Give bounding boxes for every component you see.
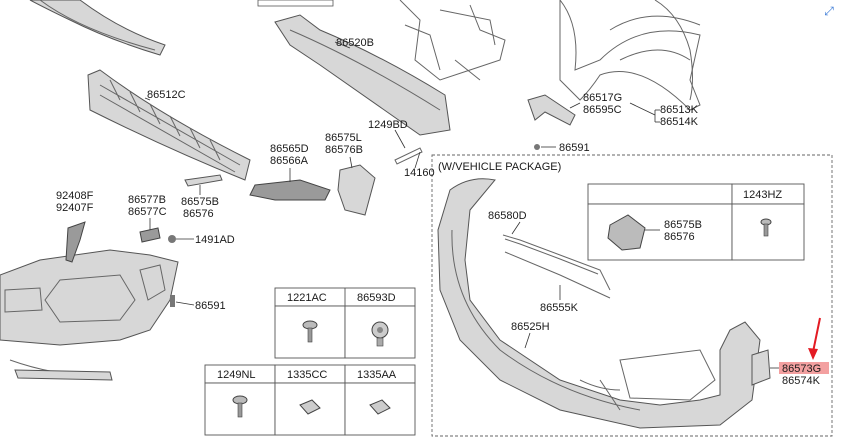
left-bumper-openings (4, 264, 166, 323)
left-bumper-sweep (14, 369, 113, 381)
red-arrowhead (808, 348, 818, 360)
label-86514K: 86514K (660, 116, 699, 128)
label-86591-left: 86591 (195, 300, 226, 312)
label-86577C: 86577C (128, 206, 167, 218)
label-86591-top: 86591 (559, 142, 590, 154)
screw-86591-top (534, 144, 540, 150)
clip-14160 (394, 147, 423, 165)
label-86565D: 86565D (270, 143, 309, 155)
screw-1243HZ-icon (760, 218, 772, 237)
vehicle-package-part-b: 86576 (664, 231, 695, 243)
label-86555K: 86555K (540, 302, 579, 314)
bracket-92408F (65, 221, 86, 263)
label-86566A: 86566A (270, 155, 309, 167)
strip-86580D-2 (504, 238, 599, 275)
fastener-86593D-label: 86593D (357, 292, 396, 304)
label-86513K: 86513K (660, 104, 699, 116)
frame-bracket-2 (404, 9, 496, 81)
clip-86593D-icon (371, 321, 389, 347)
fender (559, 0, 701, 111)
label-86580D: 86580D (488, 210, 527, 222)
label-86512C: 86512C (147, 89, 186, 101)
clip-1335AA-icon (369, 399, 391, 415)
label-86525H: 86525H (511, 321, 550, 333)
partial-label-box (257, 0, 334, 7)
strip-86575B (184, 174, 223, 187)
strip-86580D (502, 234, 611, 291)
fastener-1221AC-label: 1221AC (287, 292, 327, 304)
label-86577B: 86577B (128, 194, 166, 206)
beam-86520B-detail (289, 29, 441, 111)
clip-1335CC-icon (299, 399, 321, 415)
highlight-86573G (779, 362, 829, 374)
vehicle-package-box (431, 154, 833, 437)
front-bumper-86525H (437, 178, 761, 429)
label-92408F: 92408F (56, 190, 94, 202)
grille-mesh (99, 79, 241, 173)
fastener-1335AA-label: 1335AA (357, 369, 397, 381)
upper-bumper-part (29, 0, 166, 56)
vehicle-package-title: (W/VEHICLE PACKAGE) (438, 161, 561, 173)
label-86576-left: 86576 (183, 208, 214, 220)
expand-icon[interactable]: ⤢ (824, 4, 834, 18)
fender-flare (609, 15, 701, 61)
bracket-86517G (527, 94, 576, 126)
label-86574K: 86574K (782, 375, 821, 387)
bracket-86577B (139, 227, 161, 243)
label-86576B: 86576B (325, 144, 363, 156)
fog-trim-86573G (751, 349, 771, 386)
label-86520B: 86520B (336, 37, 374, 49)
beam-86520B (274, 14, 451, 136)
label-86595C: 86595C (583, 104, 622, 116)
screw-1249NL-icon (232, 395, 248, 418)
screw-1221AC-icon (302, 320, 318, 343)
vehicle-package-table (587, 183, 805, 261)
vehicle-package-part-a: 86575B (664, 219, 702, 231)
vehicle-package-header: 1243HZ (743, 189, 782, 201)
red-arrow (812, 317, 821, 353)
bolt-1491AD (168, 235, 176, 243)
label-1491AD: 1491AD (195, 234, 235, 246)
clip-86575B-icon (607, 214, 646, 251)
fender-edge (654, 0, 693, 101)
label-86575L: 86575L (325, 132, 362, 144)
label-86573G: 86573G (782, 363, 821, 375)
strip-86555K (504, 251, 611, 299)
piece-86565D (249, 179, 331, 201)
label-14160: 14160 (404, 167, 435, 179)
upper-bumper-edge (39, 0, 156, 51)
label-1249BD: 1249BD (368, 119, 408, 131)
frame-bracket (399, 0, 506, 81)
piece-86575L (337, 164, 376, 216)
front-bumper-details (451, 229, 716, 411)
label-86517G: 86517G (583, 92, 622, 104)
label-92407F: 92407F (56, 202, 94, 214)
fastener-1249NL-label: 1249NL (217, 369, 256, 381)
fastener-1335CC-label: 1335CC (287, 369, 327, 381)
fastener-table (204, 287, 416, 436)
screw-86591-left (170, 295, 175, 307)
label-86575B-left: 86575B (181, 196, 219, 208)
